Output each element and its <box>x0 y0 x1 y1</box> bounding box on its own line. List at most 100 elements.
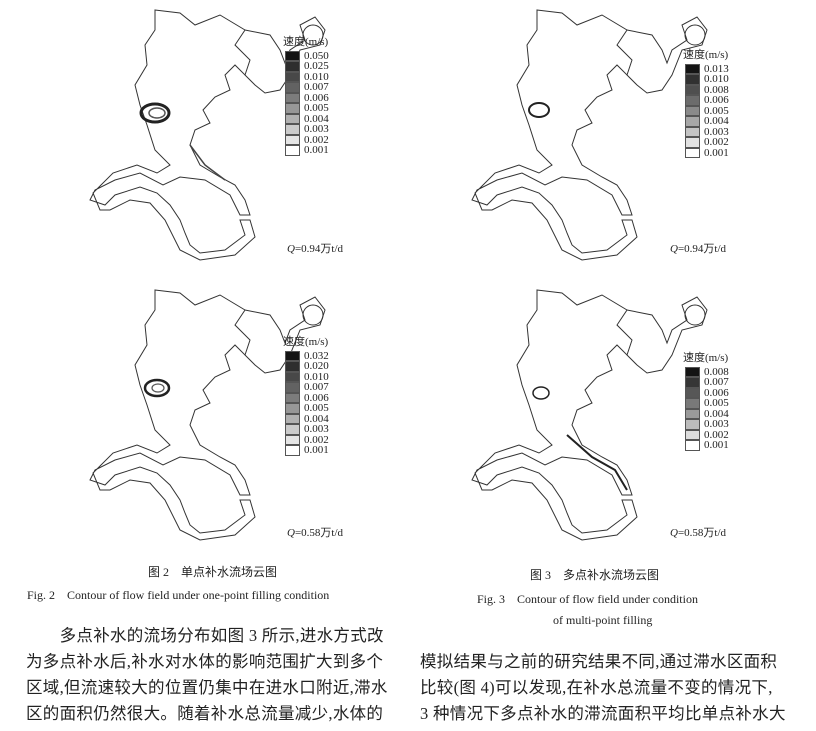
fig2-bottom-q-label: Q=0.58万t/d <box>287 524 343 540</box>
fig3-caption-en-1: Fig. 3 Contour of flow field under condi… <box>477 592 698 606</box>
q-var: Q <box>287 243 295 255</box>
legend-row: 0.010 <box>685 74 729 85</box>
legend-swatch <box>685 440 700 451</box>
legend-swatch <box>285 50 300 61</box>
legend-row: 0.007 <box>285 82 329 93</box>
legend-value: 0.003 <box>704 418 729 430</box>
flow-domain-outline <box>89 9 326 261</box>
legend-row: 0.008 <box>685 83 729 96</box>
legend-swatch <box>685 377 700 388</box>
legend-row: 0.013 <box>685 62 729 75</box>
legend-value: 0.010 <box>304 370 329 383</box>
legend-row: 0.004 <box>285 412 329 425</box>
legend-row: 0.002 <box>685 137 729 148</box>
q-value: =0.94万t/d <box>294 243 344 255</box>
legend-row: 0.010 <box>285 70 329 83</box>
legend-swatch <box>285 124 300 135</box>
body-line: 3 种情况下多点补水的滞流面积平均比单点补水大 <box>420 704 786 723</box>
legend-swatch <box>685 126 700 137</box>
legend-value: 0.007 <box>304 81 329 93</box>
legend-swatch <box>285 113 300 124</box>
legend-swatch <box>285 103 300 114</box>
legend-value: 0.006 <box>304 91 329 104</box>
legend-swatch <box>685 387 700 398</box>
legend-value: 0.004 <box>704 407 729 420</box>
legend-value: 0.002 <box>704 428 729 441</box>
fig2-panel-top <box>85 5 365 265</box>
flow-domain-outline <box>89 289 326 541</box>
legend-value: 0.007 <box>704 376 729 388</box>
legend-value: 0.020 <box>304 360 329 372</box>
legend-row: 0.003 <box>285 424 329 435</box>
legend-swatch <box>685 429 700 440</box>
legend-value: 0.002 <box>304 133 329 146</box>
legend-row: 0.002 <box>685 428 729 441</box>
legend-swatch <box>685 419 700 430</box>
legend-value: 0.003 <box>304 423 329 435</box>
legend-value: 0.050 <box>304 49 329 62</box>
legend-title: 速度(m/s) <box>283 336 329 348</box>
q-var: Q <box>670 527 678 539</box>
legend-row: 0.006 <box>685 386 729 399</box>
legend-row: 0.002 <box>285 133 329 146</box>
legend-row: 0.003 <box>685 419 729 430</box>
legend-swatch <box>285 350 300 361</box>
legend-value: 0.013 <box>704 62 729 75</box>
legend-swatch <box>685 105 700 116</box>
legend-value: 0.008 <box>704 83 729 96</box>
body-line: 比较(图 4)可以发现,在补水总流量不变的情况下, <box>420 678 773 697</box>
legend-row: 0.004 <box>685 407 729 420</box>
legend-value: 0.004 <box>704 115 729 127</box>
legend-swatch <box>285 371 300 382</box>
legend-swatch <box>285 61 300 72</box>
q-var: Q <box>670 243 678 255</box>
body-text-left: 多点补水的流场分布如图 3 所示,进水方式改 为多点补水后,补水对水体的影响范围… <box>26 623 388 727</box>
legend-swatch <box>285 424 300 435</box>
legend-value: 0.005 <box>704 397 729 409</box>
fig2-top-q-label: Q=0.94万t/d <box>287 240 343 256</box>
legend-value: 0.001 <box>304 144 329 156</box>
legend-value: 0.002 <box>704 136 729 148</box>
legend-swatch <box>685 408 700 419</box>
legend-row: 0.008 <box>685 366 729 377</box>
legend-swatch <box>685 63 700 74</box>
fig3-top-q-label: Q=0.94万t/d <box>670 240 726 256</box>
legend-swatch <box>285 82 300 93</box>
q-value: =0.94万t/d <box>677 243 727 255</box>
legend-row: 0.005 <box>285 103 329 114</box>
legend-swatch <box>685 147 700 158</box>
legend-row: 0.002 <box>285 434 329 445</box>
legend-row: 0.001 <box>285 145 329 156</box>
legend-swatch <box>285 92 300 103</box>
legend-swatch <box>685 95 700 106</box>
legend-row: 0.032 <box>285 349 329 362</box>
legend-value: 0.003 <box>304 123 329 135</box>
flow-domain-outline <box>471 9 708 261</box>
legend-value: 0.005 <box>304 102 329 114</box>
legend-value: 0.003 <box>704 125 729 138</box>
q-var: Q <box>287 527 295 539</box>
legend-value: 0.032 <box>304 349 329 362</box>
legend-swatch <box>685 137 700 148</box>
body-line: 模拟结果与之前的研究结果不同,通过滞水区面积 <box>420 652 778 671</box>
legend-row: 0.005 <box>285 403 329 414</box>
legend-swatch <box>285 413 300 424</box>
legend-row: 0.005 <box>685 398 729 409</box>
fig3-caption-en-2: of multi-point filling <box>553 613 653 627</box>
legend-value: 0.004 <box>304 412 329 425</box>
q-value: =0.58万t/d <box>294 527 344 539</box>
legend-value: 0.010 <box>304 70 329 83</box>
legend-title: 速度(m/s) <box>683 49 729 61</box>
legend-row: 0.005 <box>685 105 729 116</box>
legend-value: 0.006 <box>704 386 729 399</box>
legend-swatch <box>285 403 300 414</box>
legend-row: 0.006 <box>685 95 729 106</box>
legend-value: 0.007 <box>304 381 329 393</box>
fig3-caption-cn: 图 3 多点补水流场云图 <box>530 568 660 582</box>
legend-swatch <box>285 361 300 372</box>
legend-row: 0.001 <box>685 147 729 158</box>
legend-swatch <box>685 398 700 409</box>
